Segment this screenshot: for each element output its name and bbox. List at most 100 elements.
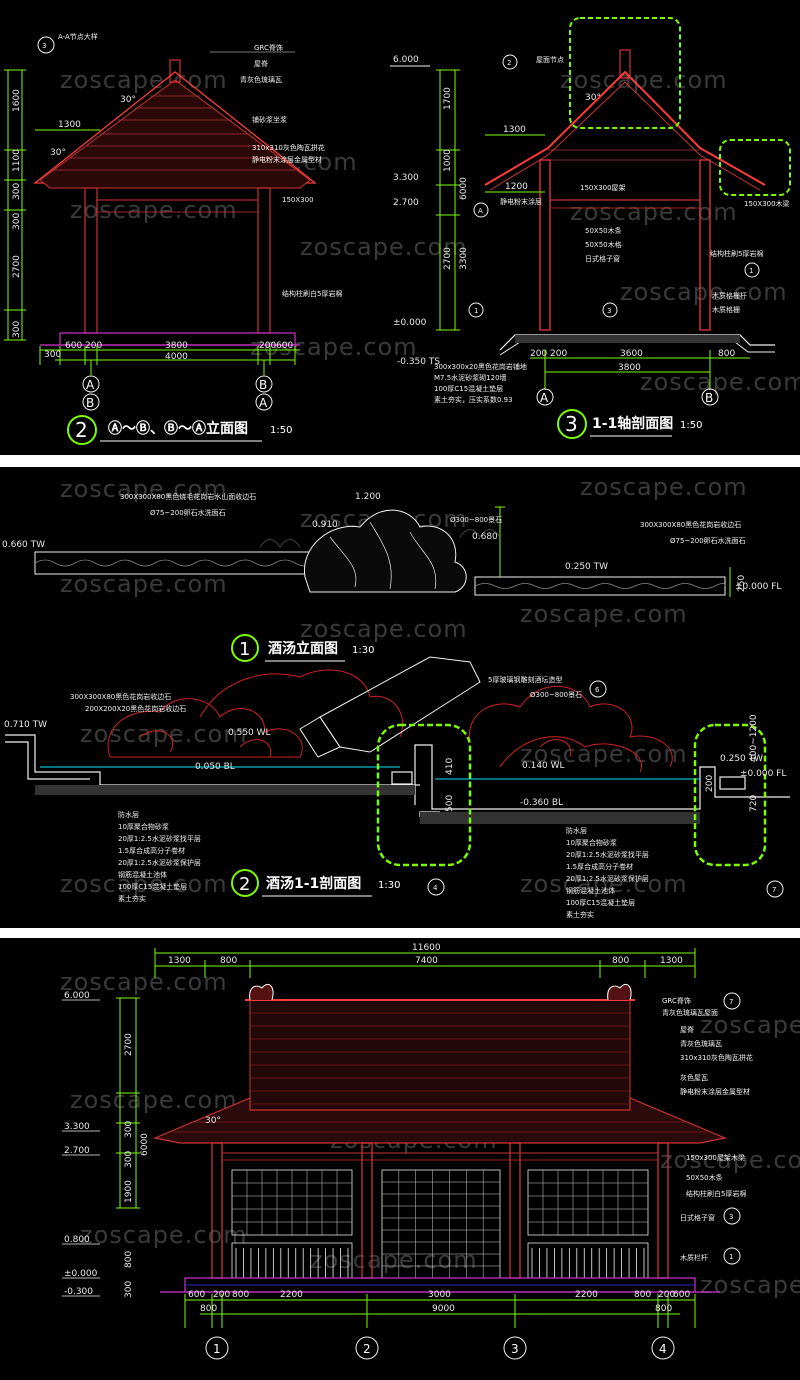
front-notes: GRC脊饰 青灰色琉璃瓦屋面 屋脊 青灰色琉璃瓦 310x310灰色陶瓦拼花 灰… <box>662 992 753 1265</box>
svg-text:GRC脊饰: GRC脊饰 <box>254 43 283 52</box>
svg-text:300X300X80黑色花岗岩收边石: 300X300X80黑色花岗岩收边石 <box>640 520 741 529</box>
left-title: Ⓐ～Ⓑ、Ⓑ～Ⓐ立面图 <box>108 420 248 437</box>
svg-text:Ø300~800景石: Ø300~800景石 <box>530 691 582 699</box>
svg-text:A: A <box>478 207 483 215</box>
svg-text:100厚C15混凝土垫层: 100厚C15混凝土垫层 <box>118 882 187 891</box>
svg-text:10厚聚合物砂浆: 10厚聚合物砂浆 <box>566 838 617 847</box>
svg-text:20厚1:2.5水泥砂浆保护层: 20厚1:2.5水泥砂浆保护层 <box>118 858 201 867</box>
svg-text:1100: 1100 <box>12 149 22 172</box>
svg-text:青灰色琉璃瓦屋面: 青灰色琉璃瓦屋面 <box>662 1008 718 1017</box>
svg-text:200X200X20黑色花岗岩收边石: 200X200X20黑色花岗岩收边石 <box>85 704 186 713</box>
svg-text:50X50木条: 50X50木条 <box>585 226 622 235</box>
svg-text:2200: 2200 <box>280 1290 303 1300</box>
svg-text:青灰色琉璃瓦: 青灰色琉璃瓦 <box>680 1039 722 1048</box>
pool-elev-number: 1 <box>239 639 250 660</box>
svg-text:310x310灰色陶瓦拼花: 310x310灰色陶瓦拼花 <box>680 1053 753 1062</box>
svg-text:150x300屋架木梁: 150x300屋架木梁 <box>686 1153 745 1162</box>
svg-text:300: 300 <box>44 350 61 360</box>
svg-text:300: 300 <box>12 183 22 200</box>
svg-text:1900: 1900 <box>124 1180 134 1203</box>
svg-text:结构柱刷白5厚岩棉: 结构柱刷白5厚岩棉 <box>282 289 342 298</box>
svg-text:200: 200 <box>85 341 102 351</box>
svg-text:3600: 3600 <box>620 349 643 359</box>
svg-text:2200: 2200 <box>575 1290 598 1300</box>
svg-text:屋脊: 屋脊 <box>254 59 268 68</box>
svg-text:zoscape.com: zoscape.com <box>620 278 788 306</box>
svg-text:静电粉末涂层金属型材: 静电粉末涂层金属型材 <box>680 1087 750 1096</box>
svg-text:0.800: 0.800 <box>64 1235 90 1245</box>
svg-text:灰色屋瓦: 灰色屋瓦 <box>680 1073 708 1082</box>
svg-text:20厚1:2.5水泥砂浆找平层: 20厚1:2.5水泥砂浆找平层 <box>566 850 649 859</box>
svg-text:静电粉末涂层金属型材: 静电粉末涂层金属型材 <box>252 155 322 164</box>
svg-text:800: 800 <box>220 956 237 966</box>
svg-text:1: 1 <box>729 1253 733 1261</box>
svg-text:720: 720 <box>749 795 759 812</box>
svg-text:zoscape.com: zoscape.com <box>700 1011 800 1039</box>
svg-text:2700: 2700 <box>124 1033 134 1056</box>
drawing-panel-front-elevation: zoscape.com zoscape.com zoscape.com zosc… <box>0 938 800 1380</box>
svg-text:±0.000 FL: ±0.000 FL <box>735 582 781 592</box>
svg-text:3.300: 3.300 <box>64 1122 90 1132</box>
svg-text:310x310灰色陶瓦拼花: 310x310灰色陶瓦拼花 <box>252 143 325 152</box>
svg-text:200: 200 <box>658 1290 675 1300</box>
svg-text:0.250 TW: 0.250 TW <box>565 562 608 572</box>
pool-sect-number: 2 <box>239 874 250 895</box>
svg-text:800: 800 <box>124 1251 134 1268</box>
svg-text:A: A <box>86 378 95 392</box>
svg-text:日式格子窗: 日式格子窗 <box>585 254 620 263</box>
svg-text:400~1200: 400~1200 <box>749 714 759 762</box>
svg-text:600: 600 <box>673 1290 690 1300</box>
svg-text:2.700: 2.700 <box>393 198 419 208</box>
pool-sect-title: 酒汤1-1剖面图 <box>266 875 361 892</box>
svg-text:zoscape.com: zoscape.com <box>80 720 248 748</box>
svg-text:6.000: 6.000 <box>393 55 419 65</box>
svg-text:防水层: 防水层 <box>118 810 139 819</box>
svg-text:4000: 4000 <box>165 352 188 362</box>
svg-text:-0.350 TS: -0.350 TS <box>397 357 440 367</box>
svg-text:800: 800 <box>232 1290 249 1300</box>
panel1-svg: zoscape.com zoscape.com zoscape.com zosc… <box>4 17 800 445</box>
svg-text:Ø300~800景石: Ø300~800景石 <box>450 516 502 524</box>
svg-text:±0.000: ±0.000 <box>64 1269 98 1279</box>
svg-text:0.680: 0.680 <box>472 532 498 542</box>
pool-elev-scale: 1:30 <box>352 645 374 656</box>
svg-text:青灰色琉璃瓦: 青灰色琉璃瓦 <box>240 75 282 84</box>
pool-elev-title: 酒汤立面图 <box>268 640 338 657</box>
svg-text:1.5厚合成高分子卷材: 1.5厚合成高分子卷材 <box>566 862 633 871</box>
railing-bars <box>235 1248 645 1278</box>
svg-text:素土夯实，压实系数0.93: 素土夯实，压实系数0.93 <box>434 395 513 404</box>
svg-text:1600: 1600 <box>12 89 22 112</box>
svg-text:1.5厚合成高分子卷材: 1.5厚合成高分子卷材 <box>118 846 185 855</box>
svg-text:0.660 TW: 0.660 TW <box>2 540 45 550</box>
svg-text:钢筋混凝土池体: 钢筋混凝土池体 <box>566 886 615 895</box>
svg-text:20厚1:2.5水泥砂浆保护层: 20厚1:2.5水泥砂浆保护层 <box>566 874 649 883</box>
svg-text:7: 7 <box>772 886 776 894</box>
svg-text:600: 600 <box>65 341 82 351</box>
svg-text:7: 7 <box>729 998 733 1006</box>
svg-text:3: 3 <box>607 307 611 315</box>
svg-text:2700: 2700 <box>443 247 453 270</box>
svg-text:铺砂浆坐浆: 铺砂浆坐浆 <box>252 115 287 124</box>
svg-text:1700: 1700 <box>443 87 453 110</box>
window-grid <box>232 1170 648 1278</box>
svg-text:300X300X80黑色烧毛花岗岩水山面收边石: 300X300X80黑色烧毛花岗岩水山面收边石 <box>120 492 256 501</box>
svg-text:200: 200 <box>705 775 715 792</box>
svg-text:800: 800 <box>718 349 735 359</box>
svg-text:1: 1 <box>749 267 753 275</box>
svg-text:300: 300 <box>12 321 22 338</box>
left-scale: 1:50 <box>270 425 292 436</box>
svg-text:zoscape.com: zoscape.com <box>60 66 228 94</box>
svg-text:800: 800 <box>612 956 629 966</box>
svg-text:3000: 3000 <box>428 1290 451 1300</box>
svg-text:6: 6 <box>595 686 600 694</box>
svg-text:GRC脊饰: GRC脊饰 <box>662 996 691 1005</box>
svg-text:B: B <box>705 391 713 405</box>
svg-text:屋脊: 屋脊 <box>680 1025 694 1034</box>
svg-text:1: 1 <box>213 1342 221 1356</box>
svg-text:2: 2 <box>507 59 511 67</box>
svg-text:200: 200 <box>550 349 567 359</box>
svg-text:300X300X80黑色花岗岩收边石: 300X300X80黑色花岗岩收边石 <box>70 692 171 701</box>
svg-text:结构柱刷白5厚岩棉: 结构柱刷白5厚岩棉 <box>686 1189 746 1198</box>
svg-text:3300: 3300 <box>459 247 469 270</box>
svg-text:150X300木梁: 150X300木梁 <box>744 199 790 208</box>
